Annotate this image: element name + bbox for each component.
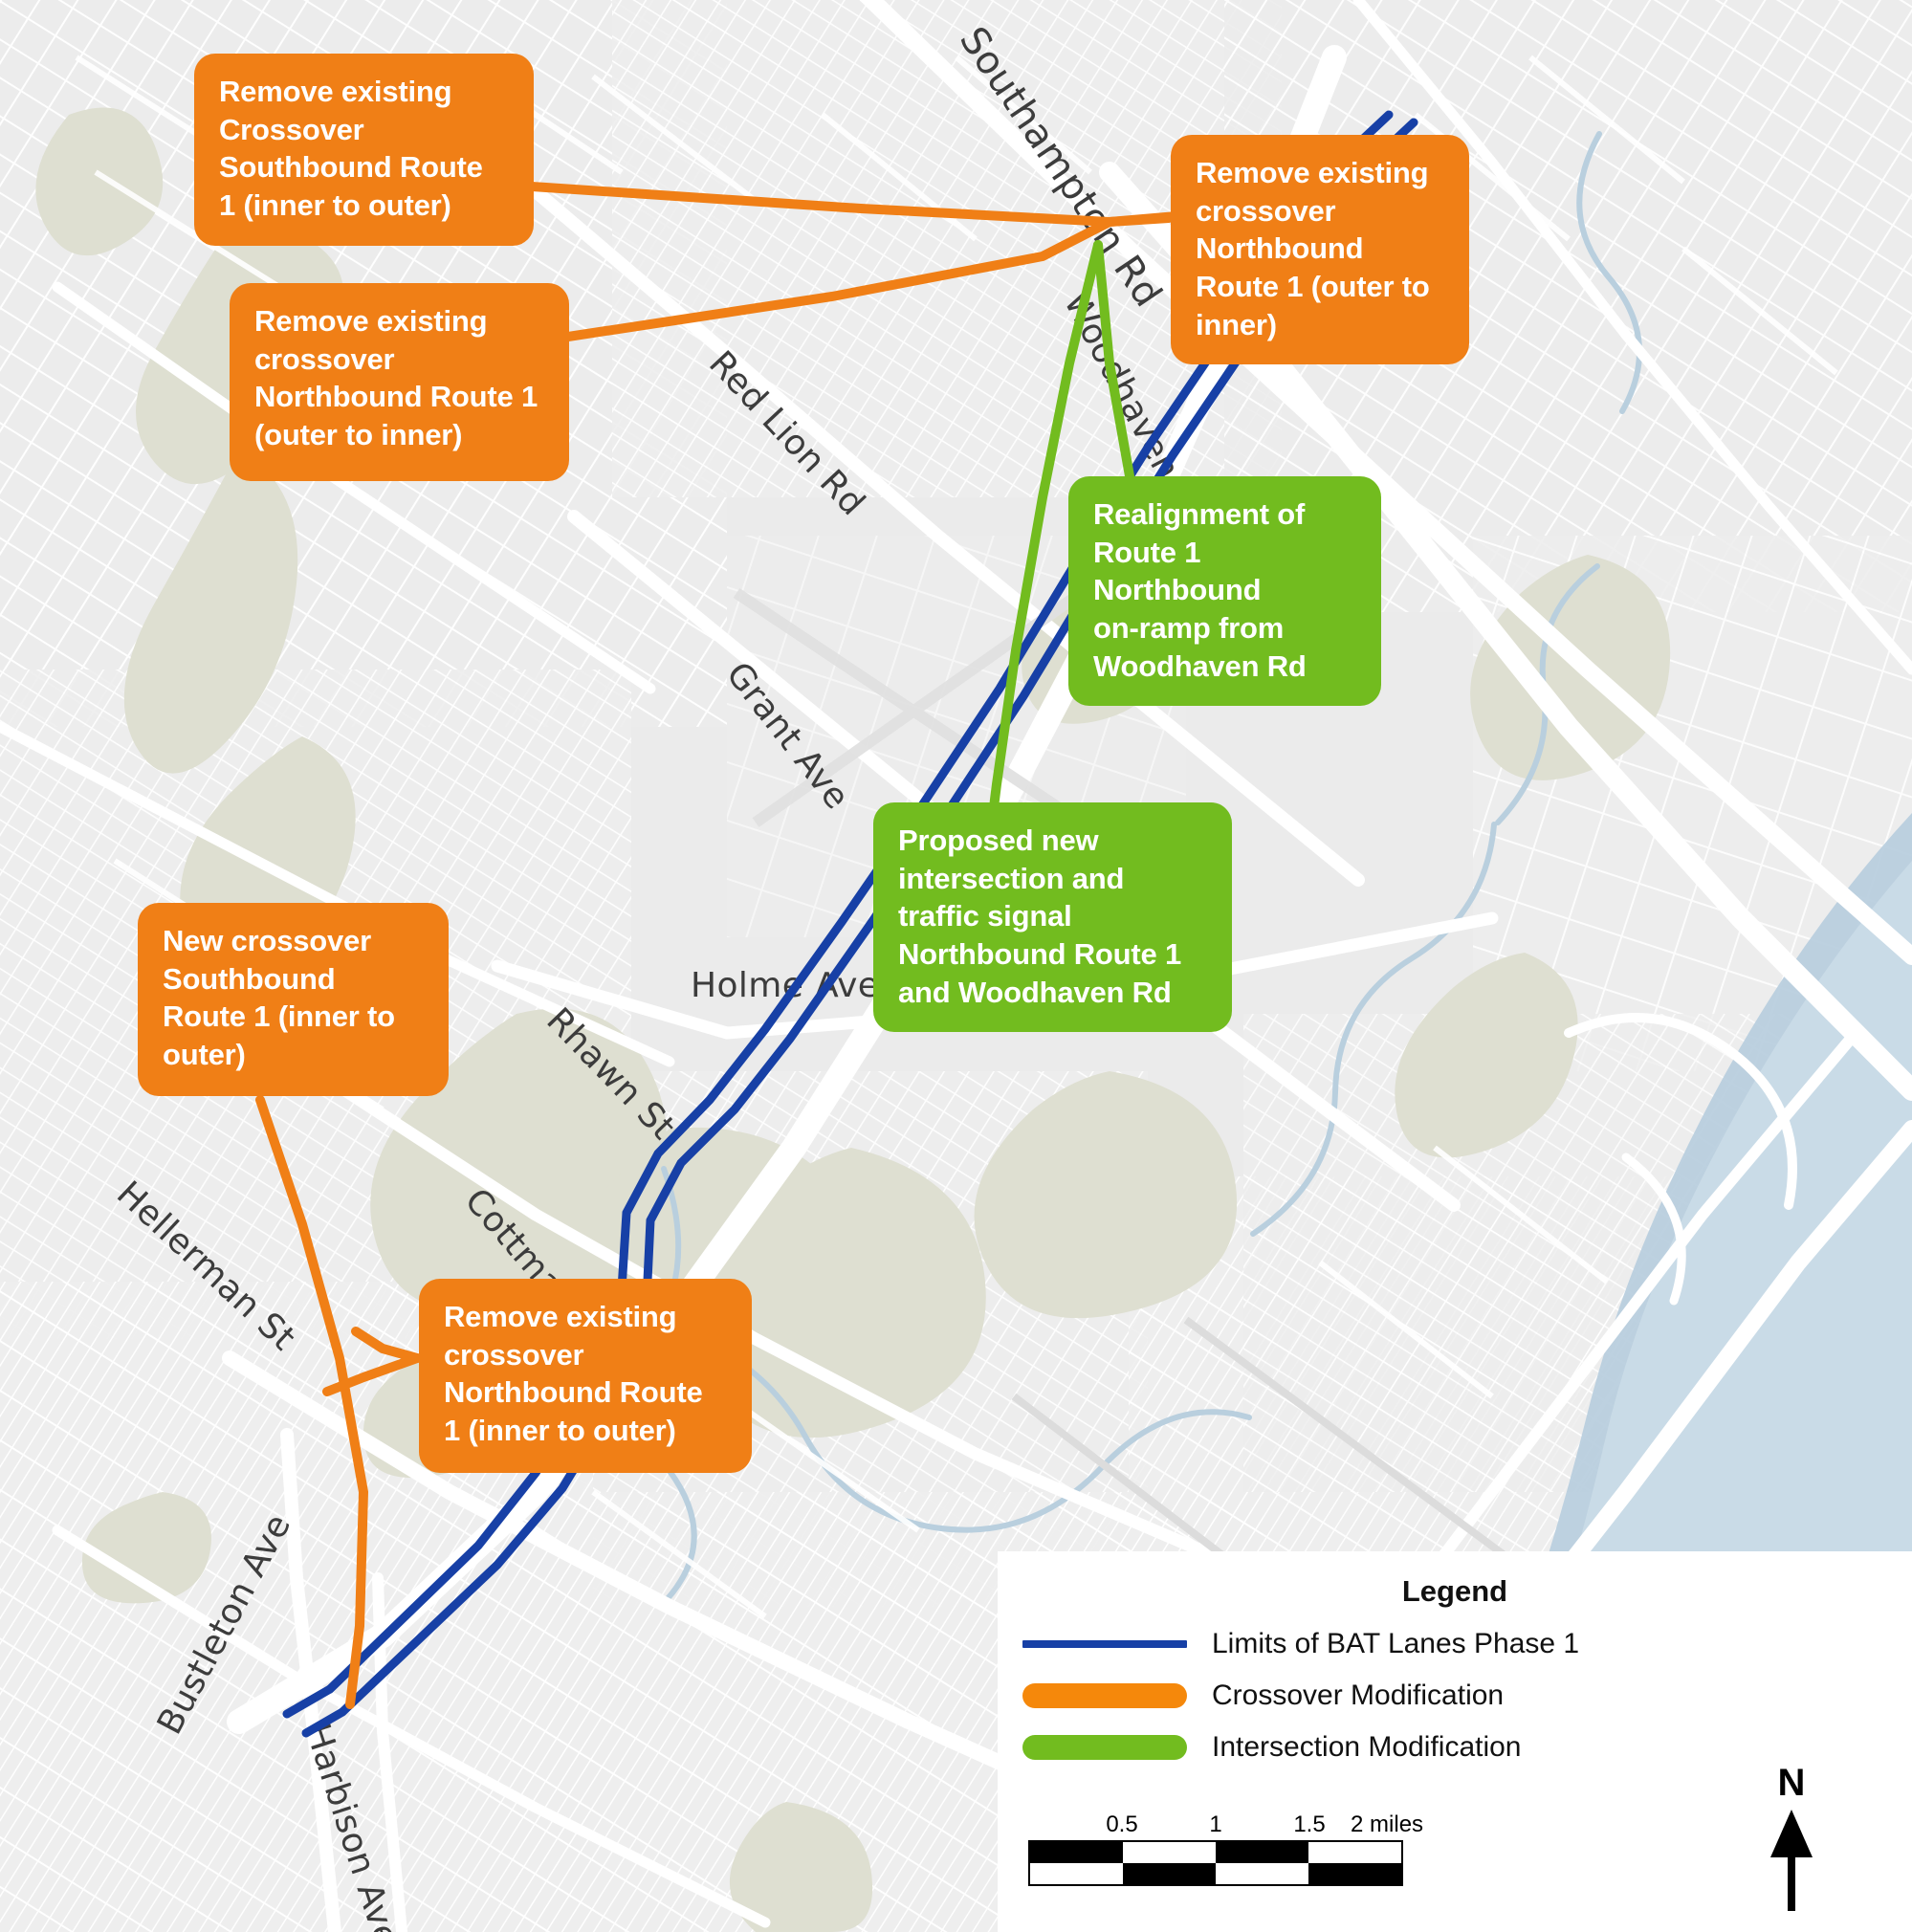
callout-line: Northbound Route 1 — [898, 937, 1182, 972]
north-arrow: N — [1753, 1764, 1830, 1913]
callout-proposed-intersection-signal-woodhaven[interactable]: Proposed new intersection and traffic si… — [873, 802, 1232, 1033]
legend-swatch-green-bar — [1022, 1735, 1187, 1760]
callout-line: Crossover — [219, 112, 364, 146]
callout-line: on-ramp from — [1093, 611, 1285, 646]
scale-bar: 0.5 1 1.5 2 miles — [1028, 1811, 1423, 1886]
legend-swatch-orange-bar — [1022, 1683, 1187, 1708]
callout-line: Southbound — [163, 961, 336, 996]
callout-line: crossover — [444, 1337, 584, 1372]
callout-line: Realignment of — [1093, 497, 1306, 531]
callout-new-crossover-sb-inner-outer[interactable]: New crossover Southbound Route 1 (inner … — [138, 903, 449, 1096]
callout-line: Route 1 (inner to — [163, 999, 395, 1034]
north-arrow-label: N — [1777, 1762, 1806, 1804]
legend-item-intersection: Intersection Modification — [998, 1731, 1912, 1764]
callout-line: Northbound — [1196, 231, 1364, 266]
north-arrow-icon — [1770, 1810, 1813, 1911]
legend-item-bat-lanes: Limits of BAT Lanes Phase 1 — [998, 1628, 1912, 1660]
callout-line: outer) — [163, 1038, 246, 1072]
callout-line: Route 1 — [1093, 535, 1201, 569]
legend-item-crossover: Crossover Modification — [998, 1680, 1912, 1712]
callout-line: Southbound Route — [219, 150, 483, 185]
callout-line: Remove existing — [1196, 156, 1429, 189]
callout-line: inner) — [1196, 307, 1277, 341]
callout-line: crossover — [254, 341, 395, 376]
callout-remove-crossover-nb-outer-inner-left[interactable]: Remove existing crossover Northbound Rou… — [230, 283, 569, 481]
legend-label-crossover: Crossover Modification — [1212, 1680, 1505, 1711]
callout-line: Northbound — [1093, 573, 1262, 607]
callout-line: 1 (inner to outer) — [219, 188, 451, 223]
scale-tick-2-miles: 2 miles — [1351, 1811, 1424, 1837]
scale-tick-0-5: 0.5 — [1106, 1811, 1138, 1837]
callout-remove-crossover-nb-inner-outer[interactable]: Remove existing crossover Northbound Rou… — [419, 1279, 752, 1473]
callout-line: Proposed new — [898, 823, 1099, 857]
callout-line: New crossover — [163, 924, 371, 957]
scale-tick-1: 1 — [1209, 1811, 1222, 1837]
callout-line: crossover — [1196, 193, 1336, 228]
callout-line: Remove existing — [219, 75, 452, 108]
callout-line: Remove existing — [444, 1300, 677, 1333]
callout-line: Woodhaven Rd — [1093, 648, 1307, 683]
callout-line: 1 (inner to outer) — [444, 1414, 676, 1448]
legend-panel: Legend Limits of BAT Lanes Phase 1 Cross… — [998, 1551, 1912, 1932]
callout-remove-crossover-sb-inner-outer[interactable]: Remove existing Crossover Southbound Rou… — [194, 54, 534, 246]
scale-bar-graphic — [1028, 1840, 1403, 1886]
callout-line: Northbound Route 1 — [254, 380, 538, 414]
legend-label-intersection: Intersection Modification — [1212, 1731, 1522, 1763]
callout-line: traffic signal — [898, 899, 1072, 933]
callout-remove-crossover-nb-outer-inner-right[interactable]: Remove existing crossover Northbound Rou… — [1171, 135, 1469, 365]
legend-title: Legend — [1401, 1574, 1508, 1608]
callout-line: Route 1 (outer to — [1196, 270, 1430, 304]
callout-realignment-nb-onramp-woodhaven[interactable]: Realignment of Route 1 Northbound on-ram… — [1068, 476, 1381, 707]
legend-swatch-blue-line — [1022, 1640, 1187, 1648]
legend-label-bat-lanes: Limits of BAT Lanes Phase 1 — [1212, 1628, 1580, 1659]
scale-tick-labels: 0.5 1 1.5 2 miles — [1028, 1811, 1423, 1840]
callout-line: Remove existing — [254, 304, 488, 338]
callout-line: and Woodhaven Rd — [898, 975, 1172, 1009]
callout-line: Northbound Route — [444, 1375, 703, 1410]
scale-tick-1-5: 1.5 — [1293, 1811, 1326, 1837]
callout-line: (outer to inner) — [254, 418, 463, 452]
callout-line: intersection and — [898, 861, 1125, 895]
